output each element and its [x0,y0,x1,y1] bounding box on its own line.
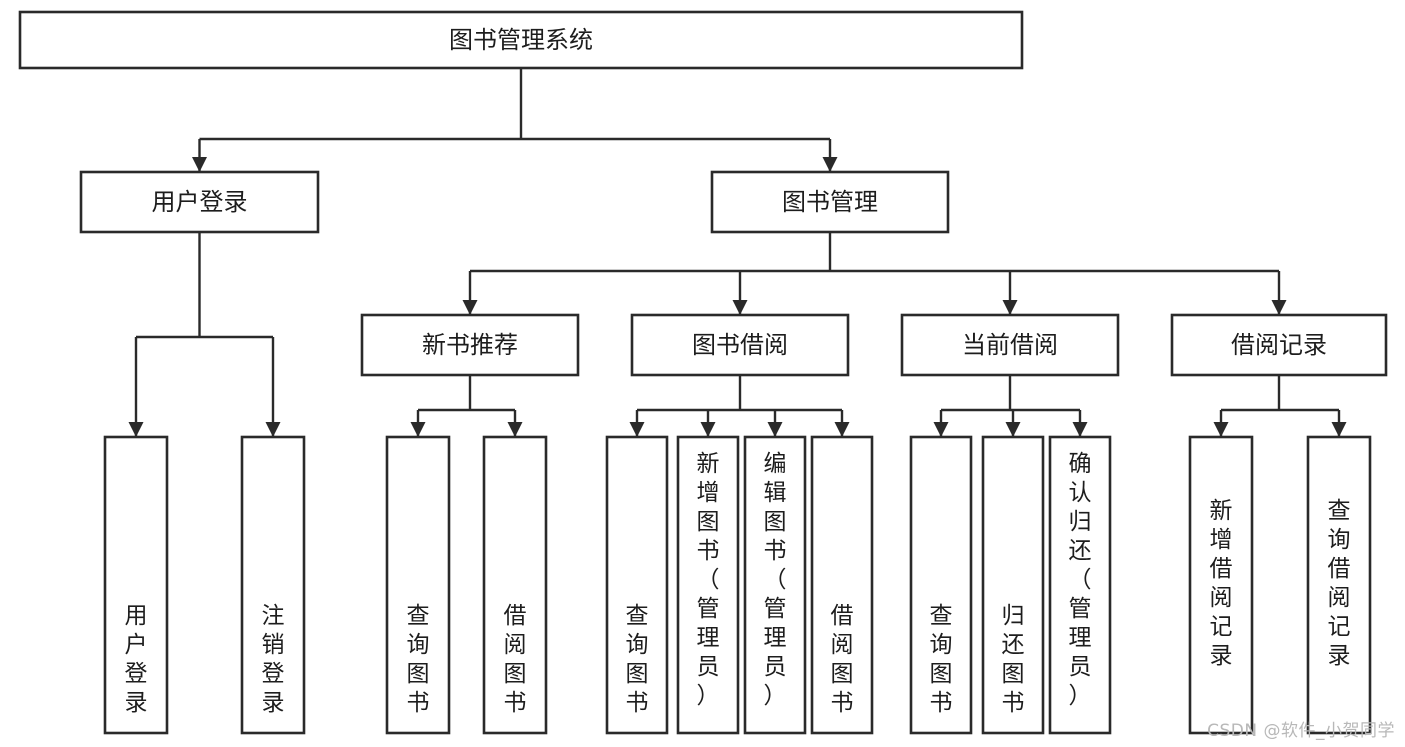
node-leaf-edit-book-admin[interactable]: 编辑图书（管理员） [743,435,807,735]
node-box [385,435,451,735]
diagram-nodes: 图书管理系统用户登录图书管理新书推荐图书借阅当前借阅借阅记录用户登录注销登录查询… [18,10,1388,735]
node-box [79,170,320,234]
node-leaf-borrow-book-rec[interactable]: 借阅图书 [482,435,548,735]
arrow-head-icon [462,300,478,315]
arrow-head-icon [834,422,850,437]
node-label: 借阅记录 [1231,331,1327,359]
arrow-head-icon [192,157,207,172]
node-leaf-user-login[interactable]: 用户登录 [103,435,169,735]
node-label: 图书管理系统 [449,26,593,54]
node-box [240,435,306,735]
node-leaf-return-book[interactable]: 归还图书 [981,435,1045,735]
arrow-head-icon [128,422,144,437]
node-book-manage[interactable]: 图书管理 [710,170,950,234]
node-label: 图书借阅 [692,331,788,359]
arrow-head-icon [507,422,523,437]
node-label: 图书管理 [782,188,878,216]
node-current-borrow[interactable]: 当前借阅 [900,313,1120,377]
node-box [360,313,580,377]
node-new-book-rec[interactable]: 新书推荐 [360,313,580,377]
node-label-vertical: 确认归还（管理员） [1069,451,1092,709]
arrow-head-icon [1002,300,1018,315]
node-label-vertical: 用户登录 [125,603,148,716]
arrow-head-icon [629,422,645,437]
arrow-head-icon [1331,422,1347,437]
node-label-vertical: 借阅图书 [831,603,854,716]
node-label-vertical: 查询图书 [930,603,953,716]
node-label-vertical: 查询图书 [626,603,649,716]
arrow-head-icon [1005,422,1021,437]
node-box [710,170,950,234]
node-box [630,313,850,377]
node-leaf-confirm-return-admin[interactable]: 确认归还（管理员） [1048,435,1112,735]
node-leaf-add-book-admin[interactable]: 新增图书（管理员） [676,435,740,735]
arrow-head-icon [767,422,783,437]
node-box [482,435,548,735]
node-leaf-add-record[interactable]: 新增借阅记录 [1188,435,1254,735]
node-label-vertical: 查询借阅记录 [1328,498,1351,669]
connector-links [128,68,1347,437]
node-label-vertical: 注销登录 [262,603,285,716]
arrow-head-icon [732,300,748,315]
arrow-head-icon [822,157,838,172]
arrow-head-icon [1213,422,1229,437]
arrow-head-icon [933,422,949,437]
node-label-vertical: 编辑图书（管理员） [764,451,787,709]
arrow-head-icon [1072,422,1088,437]
node-user-login[interactable]: 用户登录 [79,170,320,234]
node-leaf-query-book-bw[interactable]: 查询图书 [605,435,669,735]
arrow-head-icon [265,422,281,437]
node-box [900,313,1120,377]
node-box [1188,435,1254,735]
node-leaf-query-book-cb[interactable]: 查询图书 [909,435,973,735]
arrow-head-icon [1271,300,1287,315]
node-book-borrow[interactable]: 图书借阅 [630,313,850,377]
node-label: 新书推荐 [422,331,518,359]
node-box [810,435,874,735]
node-box [909,435,973,735]
node-label-vertical: 新增借阅记录 [1210,498,1233,669]
node-box [18,10,1024,70]
node-label-vertical: 新增图书（管理员） [697,451,720,709]
node-box [743,435,807,735]
node-box [1306,435,1372,735]
node-label: 当前借阅 [962,331,1058,359]
node-box [1048,435,1112,735]
node-box [103,435,169,735]
node-leaf-query-book-rec[interactable]: 查询图书 [385,435,451,735]
node-borrow-record[interactable]: 借阅记录 [1170,313,1388,377]
arrow-head-icon [410,422,426,437]
node-leaf-logout[interactable]: 注销登录 [240,435,306,735]
node-label: 用户登录 [152,188,248,216]
node-label-vertical: 借阅图书 [504,603,527,716]
node-box [676,435,740,735]
node-leaf-borrow-book-bw[interactable]: 借阅图书 [810,435,874,735]
node-box [1170,313,1388,377]
node-root-root[interactable]: 图书管理系统 [18,10,1024,70]
node-label-vertical: 归还图书 [1002,603,1025,716]
node-box [981,435,1045,735]
arrow-head-icon [700,422,716,437]
node-label-vertical: 查询图书 [407,603,430,716]
node-leaf-query-record[interactable]: 查询借阅记录 [1306,435,1372,735]
node-box [605,435,669,735]
